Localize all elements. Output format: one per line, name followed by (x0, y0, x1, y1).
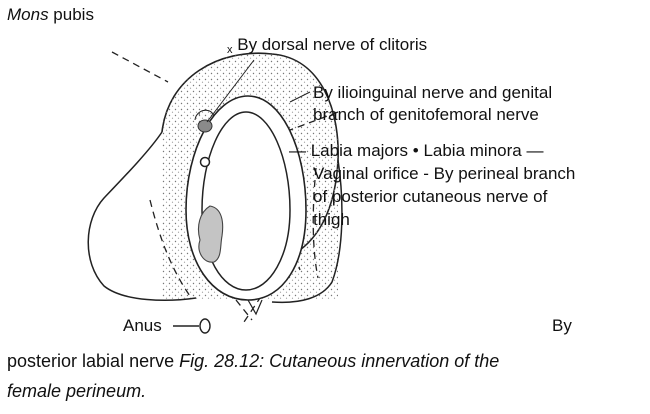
labia-label-line2: Vaginal orifice - By perineal branch (313, 163, 575, 185)
clitoris (198, 120, 212, 132)
vaginal-orifice (198, 206, 222, 262)
pubis-word: pubis (49, 5, 94, 24)
mons-word: Mons (7, 5, 49, 24)
ilioinguinal-label-line1: By ilioinguinal nerve and genital (313, 82, 552, 104)
figure-caption: posterior labial nerve Fig. 28.12: Cutan… (7, 346, 647, 406)
labia-label-line1: — Labia majors • Labia minora — (289, 140, 543, 162)
labia-label-line3: of posterior cutaneous nerve of (313, 186, 547, 208)
x-mark: x (227, 44, 233, 56)
caption-plain: posterior labial nerve (7, 351, 179, 371)
anus-label: Anus (123, 315, 162, 337)
mons-pubis-label: Mons pubis (7, 4, 94, 26)
by-label: By (552, 315, 572, 337)
ilioinguinal-label-line2: branch of genitofemoral nerve (313, 104, 539, 126)
anus (200, 319, 210, 333)
urethral-orifice (201, 158, 210, 167)
dorsal-text: By dorsal nerve of clitoris (237, 35, 427, 54)
caption-italic: Fig. 28.12: Cutaneous innervation of the (179, 351, 499, 371)
dorsal-nerve-label: x By dorsal nerve of clitoris (227, 34, 427, 58)
labia-label-line4: thigh (313, 209, 350, 231)
caption-italic-line2: female perineum. (7, 381, 146, 401)
